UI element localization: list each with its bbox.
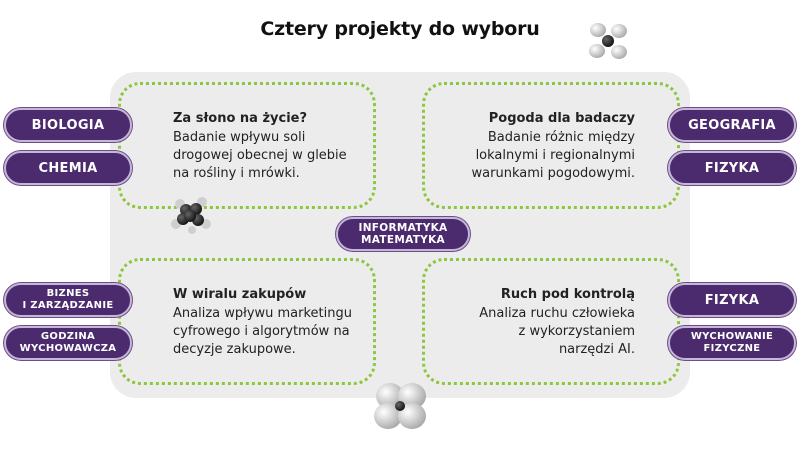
subject-label: WYCHOWANIE FIZYCZNE <box>690 331 774 354</box>
project-card-motion: Ruch pod kontrolą Analiza ruchu człowiek… <box>422 258 680 385</box>
subject-pill-wychowanie-fizyczne: WYCHOWANIE FIZYCZNE <box>668 326 796 360</box>
subject-pill-godzina-wychowawcza: GODZINA WYCHOWAWCZA <box>4 326 132 360</box>
subject-label: CHEMIA <box>38 160 98 176</box>
subject-pill-fizyka-top: FIZYKA <box>668 151 796 185</box>
molecule-icon-top <box>589 23 627 59</box>
project-description: Analiza wpływu marketingu cyfrowego i al… <box>173 306 352 357</box>
project-description: Badanie różnic między lokalnymi i region… <box>471 130 635 181</box>
project-card-salt: Za słono na życie? Badanie wpływu soli d… <box>118 82 376 209</box>
subject-label: FIZYKA <box>704 160 760 176</box>
subject-label: BIZNES I ZARZĄDZANIE <box>22 288 114 311</box>
project-card-weather: Pogoda dla badaczy Badanie różnic między… <box>422 82 680 209</box>
subject-pill-chemia: CHEMIA <box>4 151 132 185</box>
project-title: Ruch pod kontrolą <box>500 287 635 302</box>
project-title: Pogoda dla badaczy <box>488 111 635 126</box>
subject-pill-geografia: GEOGRAFIA <box>668 108 796 142</box>
project-card-shopping: W wiralu zakupów Analiza wpływu marketin… <box>118 258 376 385</box>
project-description: Badanie wpływu soli drogowej obecnej w g… <box>173 130 347 181</box>
subject-label: GEOGRAFIA <box>688 117 776 133</box>
subject-label: BIOLOGIA <box>31 117 105 133</box>
subject-label: FIZYKA <box>704 292 760 308</box>
molecule-icon-cluster <box>171 197 211 234</box>
diagram-title: Cztery projekty do wyboru <box>260 18 540 40</box>
project-title: W wiralu zakupów <box>173 287 307 302</box>
center-subject-label: INFORMATYKA MATEMATYKA <box>358 222 448 246</box>
molecule-icon-bottom <box>374 383 426 429</box>
subject-pill-biznes: BIZNES I ZARZĄDZANIE <box>4 283 132 317</box>
center-subject-pill: INFORMATYKA MATEMATYKA <box>336 217 470 251</box>
subject-label: GODZINA WYCHOWAWCZA <box>19 331 117 354</box>
project-title: Za słono na życie? <box>173 111 308 126</box>
subject-pill-biologia: BIOLOGIA <box>4 108 132 142</box>
subject-pill-fizyka-bottom: FIZYKA <box>668 283 796 317</box>
project-description: Analiza ruchu człowieka z wykorzystaniem… <box>479 306 635 357</box>
